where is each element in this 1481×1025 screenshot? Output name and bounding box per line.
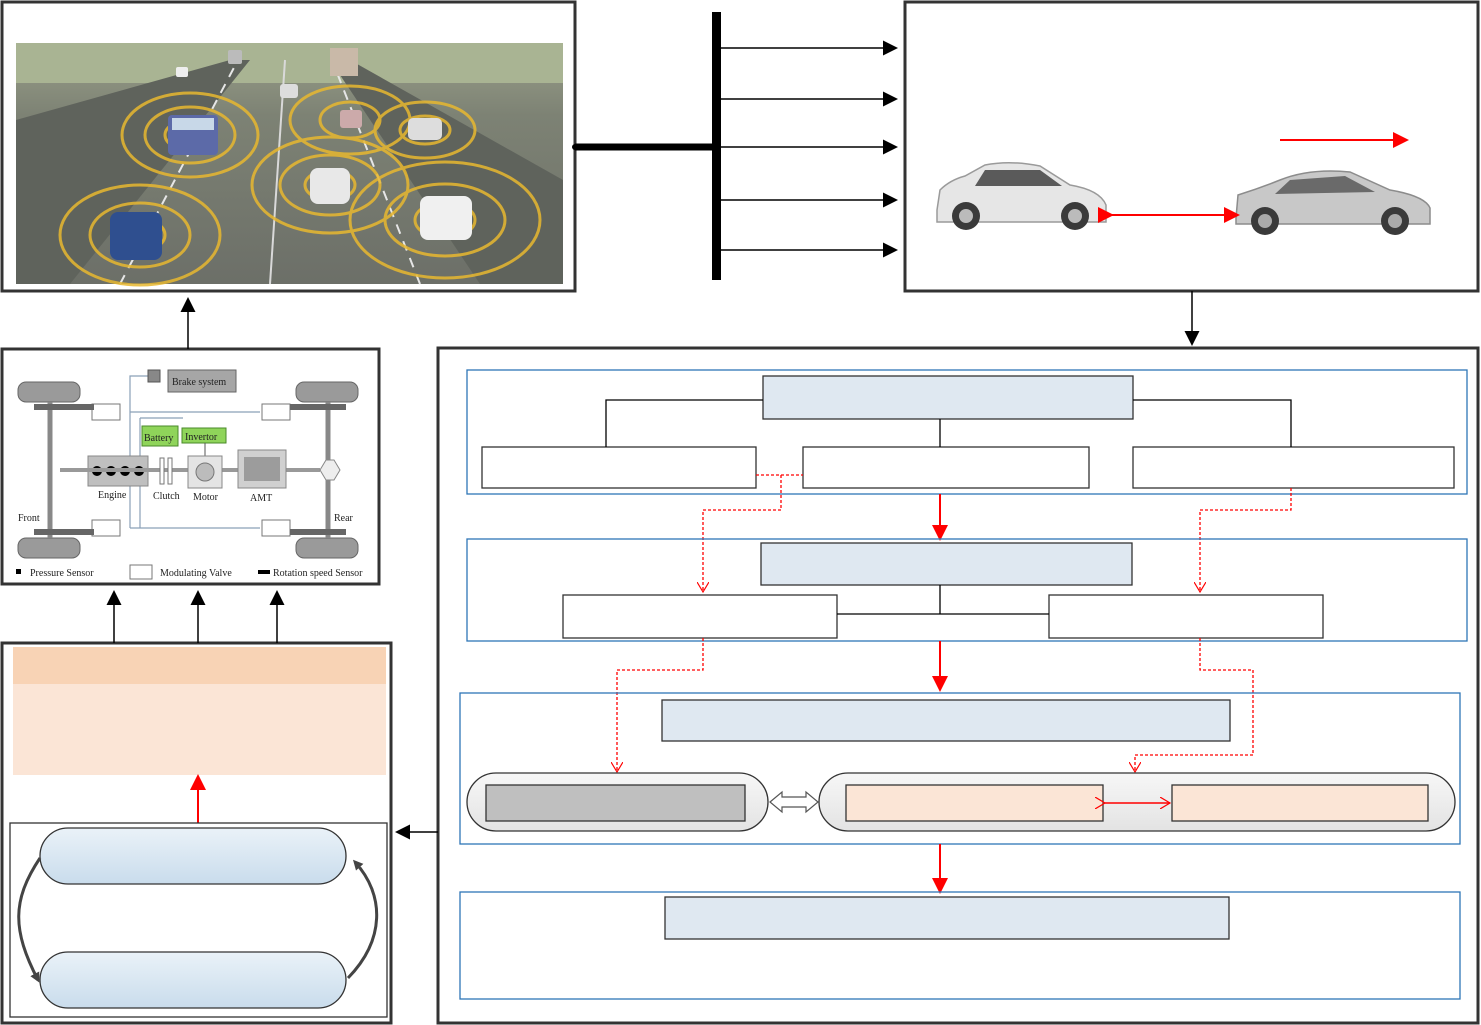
layer-3-peach-box-left xyxy=(845,784,1104,822)
layer-2-sub-box-left xyxy=(562,594,838,639)
layer-1-sub-box-left xyxy=(481,446,757,489)
traffic-scene-image xyxy=(16,43,563,287)
brake-system-label: Brake system xyxy=(172,377,226,388)
leading-car-icon xyxy=(1235,170,1431,235)
motor-label: Motor xyxy=(193,492,219,503)
layer-1-sub-box-right xyxy=(1132,446,1455,489)
engine-label: Engine xyxy=(98,490,127,501)
front-label: Front xyxy=(18,513,40,524)
layer-4-panel xyxy=(459,891,1461,1000)
battery-label: Battery xyxy=(144,433,173,444)
layer-2-panel xyxy=(466,538,1468,642)
controller-bottom-pill xyxy=(39,951,347,1009)
double-arrow-icon xyxy=(769,790,819,814)
layer-1-panel xyxy=(466,369,1468,495)
legend-modulating-valve: Modulating Valve xyxy=(160,568,232,579)
controller-body-band xyxy=(13,684,386,775)
rear-right-wheel xyxy=(295,537,359,559)
controller-top-pill xyxy=(39,827,347,885)
layer-2-tree-lines xyxy=(837,585,1049,615)
clutch-label: Clutch xyxy=(153,491,180,502)
legend-pressure-sensor: Pressure Sensor xyxy=(30,568,94,579)
rear-left-wheel xyxy=(295,381,359,403)
car-following-frame xyxy=(903,0,1480,293)
controller-header-band xyxy=(13,647,386,684)
layer-2-sub-box-right xyxy=(1048,594,1324,639)
layer-2-main-box xyxy=(760,542,1133,586)
layer-3-peach-box-right xyxy=(1171,784,1429,822)
legend-rotation-speed-sensor: Rotation speed Sensor xyxy=(273,568,363,579)
layer-1-sub-box-center xyxy=(802,446,1090,489)
front-left-wheel xyxy=(17,381,81,403)
following-car-icon xyxy=(936,162,1107,230)
layer-3-gray-box xyxy=(485,784,746,822)
layer-1-main-box xyxy=(762,375,1134,420)
layer-2-dotted-links xyxy=(617,638,1254,772)
loop-arrow-left xyxy=(17,857,42,983)
layer-4-main-box xyxy=(664,896,1230,940)
layer-1-tree-lines xyxy=(605,399,1292,447)
layer-1-dotted-links xyxy=(703,474,1292,592)
rear-label: Rear xyxy=(334,513,354,524)
signal-bus xyxy=(572,12,898,280)
loop-arrow-right xyxy=(346,859,379,980)
powertrain-schematic: Brake system Battery Invertor Engine Clu… xyxy=(16,369,363,580)
amt-label: AMT xyxy=(250,493,272,504)
front-right-wheel xyxy=(17,537,81,559)
controller-to-powertrain-arrows xyxy=(106,590,285,643)
layer-3-panel xyxy=(459,692,1461,845)
layer-3-main-box xyxy=(661,699,1231,742)
inverter-label: Invertor xyxy=(185,432,218,443)
